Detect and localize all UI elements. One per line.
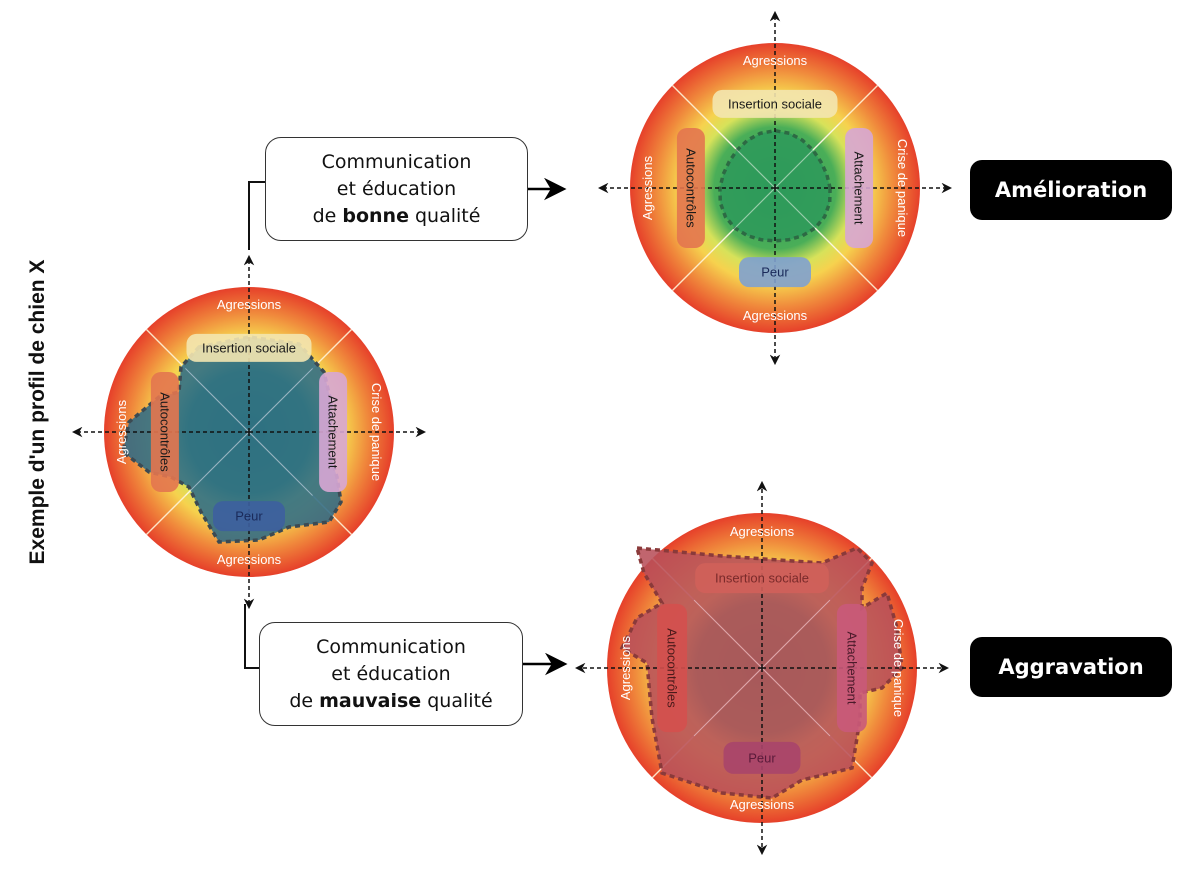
profile-shape [619, 545, 904, 800]
transition-box-good: Communication et éducation de bonne qual… [265, 137, 528, 241]
label-peur: Peur [723, 741, 801, 774]
sector-label-right: Crise de panique [369, 383, 384, 481]
label-autocontroles: Autocontrôles [150, 372, 179, 492]
label-autocontroles-bg [150, 372, 179, 492]
sector-label-top: Agressions [217, 297, 282, 312]
label-insertion-sociale-text: Insertion sociale [202, 340, 296, 355]
label-insertion-sociale-bg [712, 89, 838, 118]
label-insertion-sociale-text: Insertion sociale [715, 571, 809, 586]
label-autocontroles: Autocontrôles [676, 128, 705, 248]
label-autocontroles-text: Autocontrôles [683, 148, 698, 228]
sector-label-left: Agressions [114, 399, 129, 464]
outcome-badge-improvement: Amélioration [970, 160, 1172, 220]
transition-line-1: Communication [321, 150, 472, 173]
quality-keyword-bad: mauvaise [319, 689, 422, 712]
sector-label-bottom: Agressions [730, 797, 795, 812]
transition-line-1: Communication [316, 635, 466, 658]
label-peur: Peur [739, 257, 811, 288]
sector-label-left: Agressions [640, 155, 655, 220]
label-insertion-sociale: Insertion sociale [712, 89, 838, 118]
label-autocontroles-text: Autocontrôles [665, 628, 680, 708]
sector-label-top: Agressions [743, 53, 808, 68]
transition-line-3: de bonne qualité [313, 203, 481, 230]
sector-label-left: Agressions [618, 635, 633, 700]
label-attachement-text: Attachement [844, 632, 859, 705]
label-attachement-bg [845, 128, 874, 248]
label-attachement-bg [836, 603, 867, 733]
label-peur-bg [739, 257, 811, 288]
outcome-badge-aggravation: Aggravation [970, 637, 1172, 697]
label-autocontroles-bg [676, 128, 705, 248]
label-peur-text: Peur [235, 509, 263, 524]
sector-label-bottom: Agressions [217, 552, 282, 567]
sector-label-bottom: Agressions [743, 308, 808, 323]
label-peur: Peur [213, 501, 285, 532]
label-attachement-bg [319, 372, 348, 492]
label-attachement: Attachement [319, 372, 348, 492]
label-peur-text: Peur [748, 750, 776, 765]
quality-keyword-good: bonne [342, 204, 409, 227]
label-autocontroles-text: Autocontrôles [157, 392, 172, 472]
sector-label-right: Crise de panique [891, 619, 906, 717]
label-peur-bg [723, 741, 801, 774]
label-insertion-sociale-bg [695, 563, 829, 594]
transition-line-2: et éducation [331, 662, 451, 685]
label-insertion-sociale: Insertion sociale [695, 563, 829, 594]
label-attachement: Attachement [836, 603, 867, 733]
sector-label-right: Crise de panique [895, 139, 910, 237]
label-insertion-sociale-bg [186, 333, 312, 362]
line3-suffix: qualité [408, 204, 481, 227]
label-attachement: Attachement [845, 128, 874, 248]
label-peur-text: Peur [761, 265, 789, 280]
transition-box-bad: Communication et éducation de mauvaise q… [259, 622, 523, 726]
transition-line-2: et éducation [336, 177, 457, 200]
label-attachement-text: Attachement [852, 152, 867, 225]
label-peur-bg [213, 501, 285, 532]
transition-line-3: de mauvaise qualité [289, 688, 492, 715]
line3-prefix: de [312, 204, 343, 227]
connector-bottom [244, 604, 568, 676]
label-autocontroles-bg [657, 603, 688, 733]
line3-suffix: qualité [421, 689, 493, 712]
connector-top [248, 177, 567, 250]
label-autocontroles: Autocontrôles [657, 603, 688, 733]
label-insertion-sociale-text: Insertion sociale [728, 96, 822, 111]
label-insertion-sociale: Insertion sociale [186, 333, 312, 362]
sector-label-top: Agressions [730, 524, 795, 539]
label-attachement-text: Attachement [326, 396, 341, 469]
line3-prefix: de [289, 689, 320, 712]
